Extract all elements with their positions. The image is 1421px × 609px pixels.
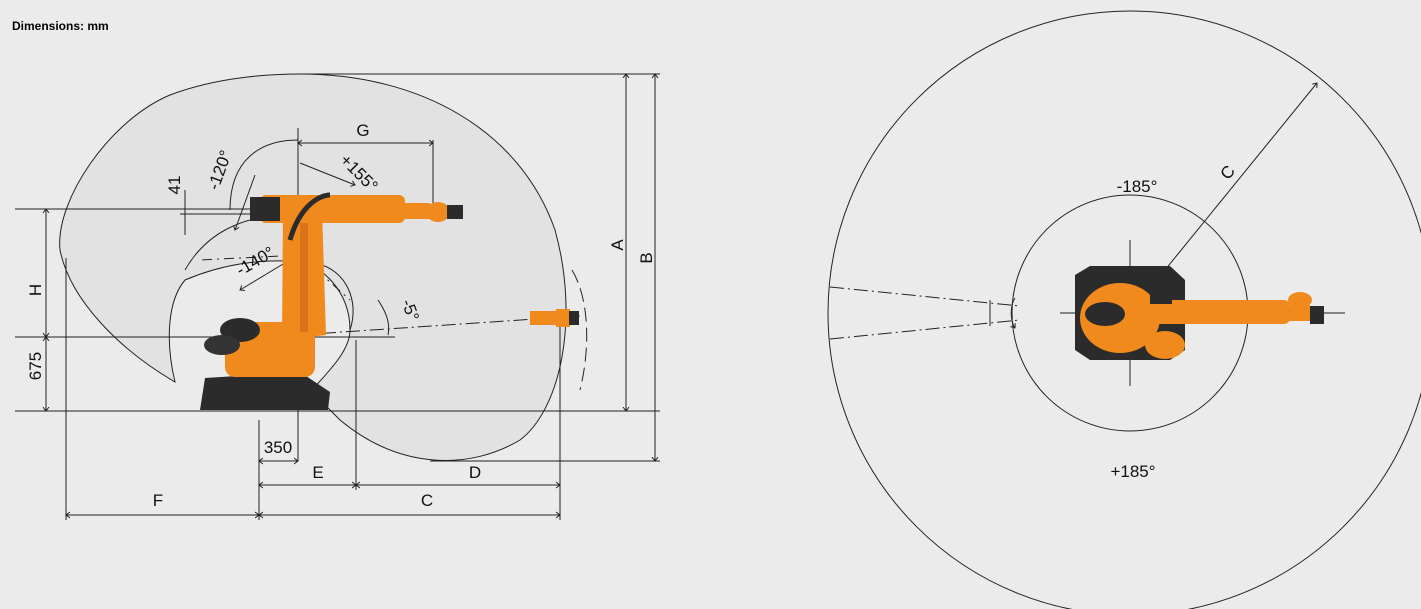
top-view: C -185° +185° xyxy=(827,10,1421,609)
dim-label-C: C xyxy=(421,491,433,510)
outer-dash-arc xyxy=(571,269,588,391)
dim-label-675: 675 xyxy=(26,352,45,380)
angle-120-arrow xyxy=(235,174,256,230)
dim-label-41: 41 xyxy=(165,176,184,195)
rear-limit-arc xyxy=(1011,297,1015,328)
dim-label-A: A xyxy=(608,239,627,251)
robot-top-flange xyxy=(1310,306,1324,324)
outer-reach-circle xyxy=(827,10,1421,609)
top-angle-pos185: +185° xyxy=(1110,462,1155,481)
robot-extended-wrist xyxy=(530,309,579,327)
robot-arm-motor xyxy=(250,197,280,221)
robot-side xyxy=(200,192,463,410)
robot-motor2 xyxy=(204,335,240,355)
robot-top-wrist-joint xyxy=(1288,292,1312,308)
diagram-title: Dimensions: mm xyxy=(12,19,109,33)
angle-155-arrow xyxy=(299,162,355,185)
robot-top-hub xyxy=(1145,331,1185,359)
robot-wrist xyxy=(400,203,430,219)
rear-limit-top xyxy=(829,286,1021,307)
axis5-arc xyxy=(317,263,354,331)
axis2-arc xyxy=(229,139,299,211)
dim-label-G: G xyxy=(356,121,369,140)
robot-cable xyxy=(287,192,331,241)
dim-label-F: F xyxy=(153,491,163,510)
robot-lower-arm-shade xyxy=(300,212,308,332)
side-view: A B G H 675 41 350 E D F C -120° +155° -… xyxy=(15,74,660,520)
robot-top xyxy=(1075,266,1324,360)
dim-label-B: B xyxy=(637,252,656,263)
top-angle-neg185: -185° xyxy=(1117,177,1158,196)
top-radius-label-C: C xyxy=(1217,162,1239,184)
dim-label-350: 350 xyxy=(264,438,292,457)
dim-label-D: D xyxy=(469,463,481,482)
robot-top-motor xyxy=(1085,302,1125,326)
robot-base xyxy=(200,372,330,410)
dim-label-H: H xyxy=(26,284,45,296)
robot-wrist-joint xyxy=(426,202,450,222)
robot-motor xyxy=(220,318,260,342)
rear-limit-bottom xyxy=(829,319,1021,340)
robot-upper-arm xyxy=(260,195,405,223)
dim-label-E: E xyxy=(312,463,323,482)
robot-top-arm-motor xyxy=(1150,282,1172,304)
axis5b-arc xyxy=(377,299,390,336)
robot-flange xyxy=(447,205,463,219)
robot-top-wrist xyxy=(1285,305,1310,321)
robot-top-arm xyxy=(1140,300,1290,324)
